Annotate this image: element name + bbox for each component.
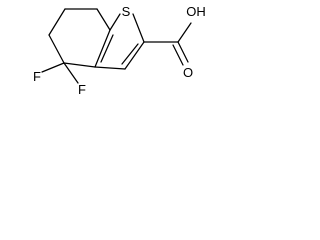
bond-c4-f2	[63, 62, 79, 84]
bond-c3a-c7a	[94, 29, 111, 68]
bond-cooh-o-b	[172, 44, 184, 66]
bond-c2-c3	[124, 41, 145, 70]
bond-cooh-oh	[177, 22, 192, 43]
fluorine-label-2: F	[78, 82, 86, 97]
sulfur-label: S	[122, 4, 131, 19]
bond-c3-c3a	[94, 66, 126, 70]
chemical-structure: S OH O F F	[33, 4, 206, 97]
fluorine-label-1: F	[33, 69, 41, 84]
bond-c7a-s	[109, 13, 121, 31]
bond-c4-c3a	[63, 62, 96, 68]
bond-c2-c3-inner	[121, 43, 139, 65]
bond-c6-c5	[48, 8, 66, 36]
bond-cooh-o-a	[177, 41, 189, 63]
bond-c7a-c7	[96, 8, 111, 31]
bond-s-c2	[132, 13, 145, 43]
bond-c5-c4	[48, 34, 65, 64]
carbonyl-oxygen-label: O	[183, 65, 193, 80]
bond-c3a-c7a-inner	[100, 34, 114, 63]
hydroxyl-label: OH	[186, 4, 206, 19]
bond-c4-f1	[41, 62, 65, 73]
